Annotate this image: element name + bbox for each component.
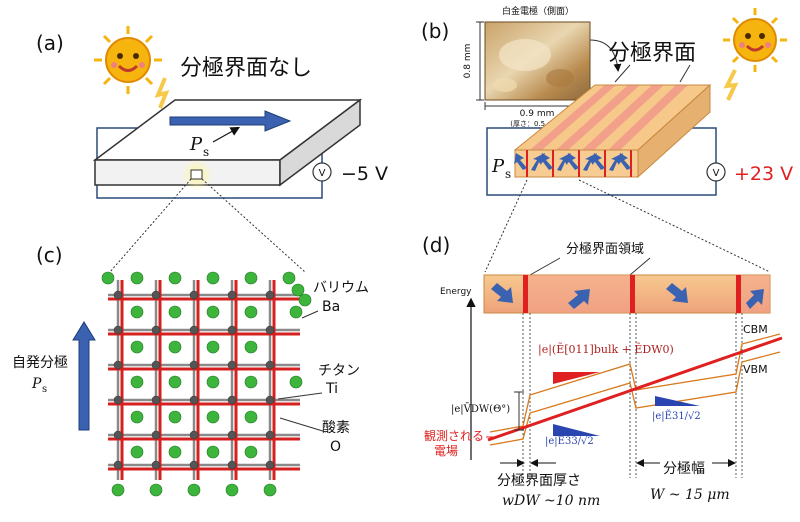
e31-expression: |e|Ẽ31/√2 (652, 410, 701, 422)
ps-symbol-c: P (31, 376, 42, 392)
zoom-line-left (109, 178, 192, 273)
ps-subscript: s (203, 145, 209, 159)
voltmeter-label-b: V (713, 168, 720, 179)
energy-axis-label: Energy (440, 287, 472, 297)
e33-expression: |e|Ẽ33/√2 (545, 435, 594, 447)
voltmeter-icon (312, 162, 332, 182)
photo-pointer (589, 39, 622, 72)
panel-a-voltage: −5 V (341, 163, 388, 185)
titanium-symbol: Ti (325, 381, 338, 397)
observed-area-marker (190, 169, 203, 180)
field-wedge-blue-31 (655, 396, 700, 406)
titanium-label-jp: チタン (318, 363, 360, 379)
ps-subscript-c: s (42, 384, 47, 395)
crystal-slab-domains (513, 83, 712, 179)
ps-symbol: P (189, 134, 203, 155)
zoom-line-d-right (578, 179, 771, 273)
zoom-line-right (201, 178, 306, 273)
panel-a-label: (a) (36, 31, 64, 55)
panel-b-voltage: +23 V (734, 163, 793, 185)
height-dimension: 0.8 mm (463, 44, 473, 79)
observed-field-line (487, 336, 783, 442)
dw-thickness-value: wDW ~10 nm (502, 493, 600, 509)
ps-symbol-b: P (491, 156, 505, 177)
field-wedge-red (553, 372, 600, 384)
panel-b-title: 分極界面 (608, 41, 696, 66)
observed-field-label-1: 観測される (424, 429, 484, 443)
oxygen-label-jp: 酸素 (322, 420, 350, 436)
perovskite-lattice (101, 271, 312, 497)
panel-b-label: (b) (421, 19, 449, 43)
sun-icon-b (723, 8, 787, 72)
light-bolt-icon (154, 77, 170, 109)
vbm-label: VBM (743, 363, 768, 376)
electrode-caption: 白金電極（側面） (502, 5, 574, 17)
observed-field-label-2: 電場 (434, 444, 458, 458)
field-expression: |e|(Ẽ[011]bulk + ẼDW0) (538, 342, 674, 357)
panel-d-label: (d) (422, 233, 450, 257)
barium-symbol: Ba (322, 299, 340, 315)
cbm-label: CBM (743, 323, 768, 336)
panel-c-label: (c) (36, 243, 63, 267)
domain-width-value: W ~ 15 μm (650, 487, 730, 503)
domain-width-label: 分極幅 (663, 461, 705, 477)
panel-d: (d) 分極界面領域 Energy (422, 233, 783, 509)
band-edges (489, 333, 781, 446)
crystal-slab-uniform (92, 98, 363, 187)
domain-bar (483, 274, 771, 314)
width-dimension: 0.9 mm (520, 109, 555, 119)
potential-expression: |e|V̄DW(Θ°) (451, 403, 510, 415)
voltmeter-icon-b (706, 162, 726, 182)
spont-label: 自発分極 (12, 355, 68, 371)
ps-pointer (212, 126, 241, 143)
dw-region-label: 分極界面領域 (566, 241, 644, 257)
dw-thickness-label: 分極界面厚さ (497, 473, 581, 489)
oxygen-symbol: O (330, 439, 341, 455)
panel-c: (c) (12, 243, 369, 497)
spont-polarization-arrow-icon (72, 321, 96, 431)
barium-label-jp: バリウム (313, 280, 369, 296)
panel-a-title: 分極界面なし (180, 56, 312, 81)
zoom-line-d-left (484, 179, 528, 273)
thickness-note: (厚さ：0.5 mm) (510, 120, 564, 128)
panel-a: (a) 分極界面なし P s (36, 26, 388, 273)
sun-icon (94, 26, 162, 94)
voltmeter-label: V (319, 168, 326, 179)
field-wedge-blue-33 (553, 424, 600, 436)
polarization-arrow-icon (169, 110, 292, 132)
light-bolt-icon-b (723, 69, 739, 101)
panel-b: (b) 白金電極（側面） 0.8 mm 0.9 mm (厚さ：0.5 mm) (421, 5, 793, 273)
ps-subscript-b: s (505, 167, 511, 181)
